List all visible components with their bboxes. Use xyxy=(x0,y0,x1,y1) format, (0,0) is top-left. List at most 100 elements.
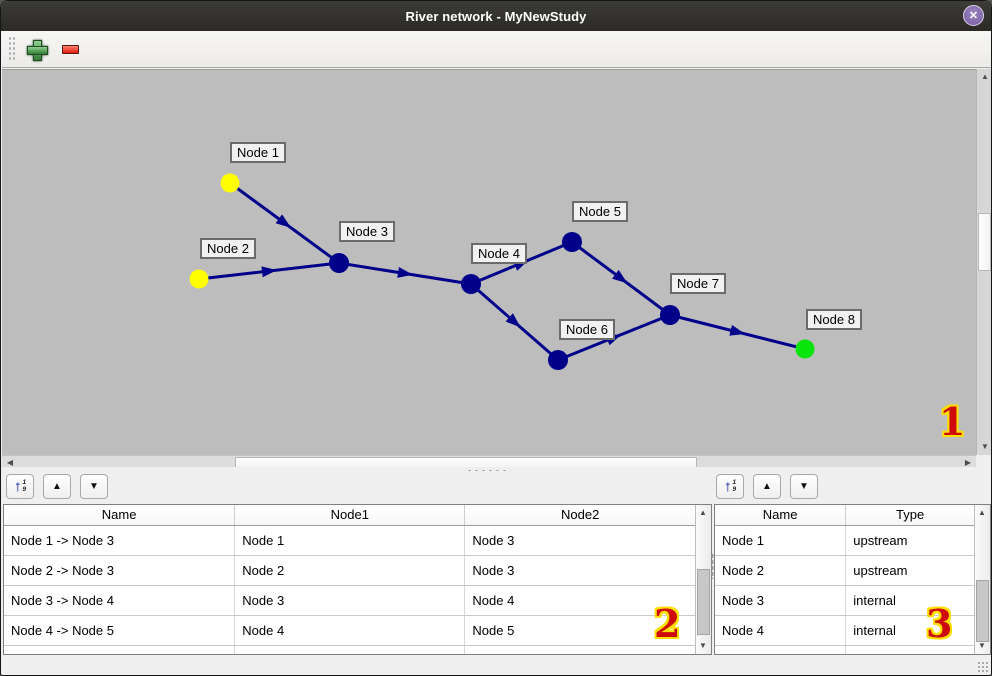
nodes-move-up-button[interactable]: ▲ xyxy=(753,474,781,499)
minus-icon xyxy=(61,44,79,54)
status-bar xyxy=(2,656,991,675)
up-triangle-icon: ▲ xyxy=(762,481,772,492)
link-arrowhead-icon xyxy=(729,324,746,336)
table-cell[interactable]: internal xyxy=(845,615,974,646)
links-move-down-button[interactable]: ▼ xyxy=(80,474,108,499)
link-arrowhead-icon xyxy=(397,266,413,278)
table-row-partial xyxy=(4,645,695,654)
close-icon: ✕ xyxy=(968,10,979,22)
river-node[interactable] xyxy=(548,350,568,370)
horizontal-splitter[interactable] xyxy=(2,467,991,473)
up-triangle-icon: ▲ xyxy=(52,481,62,492)
som-mark-2: 2 xyxy=(654,601,681,646)
scroll-up-icon[interactable]: ▲ xyxy=(699,508,707,517)
canvas-horizontal-scrollbar[interactable]: ◀ ▶ xyxy=(2,455,976,470)
links-table-scrollbar[interactable]: ▲ ▼ xyxy=(695,505,711,654)
column-header[interactable]: Type xyxy=(845,505,974,526)
table-cell xyxy=(234,645,466,654)
table-cell[interactable]: upstream xyxy=(845,525,974,556)
table-cell[interactable]: Node 5 xyxy=(464,615,695,646)
river-node[interactable] xyxy=(220,173,240,193)
table-cell[interactable]: Node 3 xyxy=(234,585,466,616)
river-node[interactable] xyxy=(329,253,349,273)
node-label[interactable]: Node 2 xyxy=(200,238,256,259)
table-cell[interactable]: internal xyxy=(845,585,974,616)
river-node[interactable] xyxy=(795,339,815,359)
vertical-scrollbar-thumb[interactable] xyxy=(978,213,991,271)
table-cell[interactable]: upstream xyxy=(845,555,974,586)
table-cell[interactable]: Node 2 -> Node 3 xyxy=(4,555,236,586)
table-cell[interactable]: Node 1 -> Node 3 xyxy=(4,525,236,556)
table-cell[interactable]: Node 1 xyxy=(234,525,466,556)
titlebar[interactable]: River network - MyNewStudy ✕ xyxy=(1,1,991,31)
close-button[interactable]: ✕ xyxy=(963,5,984,26)
scrollbar-thumb[interactable] xyxy=(697,569,710,635)
node-label[interactable]: Node 1 xyxy=(230,142,286,163)
river-node[interactable] xyxy=(562,232,582,252)
table-cell[interactable]: Node 4 xyxy=(715,615,847,646)
down-triangle-icon: ▼ xyxy=(89,481,99,492)
table-cell xyxy=(845,645,974,654)
nodes-move-down-button[interactable]: ▼ xyxy=(790,474,818,499)
links-move-up-button[interactable]: ▲ xyxy=(43,474,71,499)
nodes-table-scrollbar[interactable]: ▲ ▼ xyxy=(974,505,990,654)
tables-splitter-handle[interactable] xyxy=(711,553,714,579)
table-cell[interactable]: Node 3 xyxy=(715,585,847,616)
add-button[interactable] xyxy=(23,36,49,62)
node-label[interactable]: Node 7 xyxy=(670,273,726,294)
scroll-down-icon[interactable]: ▼ xyxy=(699,641,707,650)
column-header[interactable]: Name xyxy=(4,505,236,526)
river-node[interactable] xyxy=(461,274,481,294)
toolbar-drag-handle[interactable] xyxy=(8,36,15,62)
remove-button[interactable] xyxy=(57,36,83,62)
node-label[interactable]: Node 5 xyxy=(572,201,628,222)
column-header[interactable]: Name xyxy=(715,505,847,526)
table-cell[interactable]: Node 1 xyxy=(715,525,847,556)
table-cell[interactable]: Node 3 -> Node 4 xyxy=(4,585,236,616)
canvas-vertical-scrollbar[interactable]: ▲ ▼ xyxy=(976,69,991,455)
table-cell[interactable]: Node 2 xyxy=(715,555,847,586)
table-cell[interactable]: Node 4 -> Node 5 xyxy=(4,615,236,646)
node-label[interactable]: Node 8 xyxy=(806,309,862,330)
scroll-down-icon[interactable]: ▼ xyxy=(978,641,986,650)
scroll-up-icon[interactable]: ▲ xyxy=(978,508,986,517)
scroll-right-icon[interactable]: ▶ xyxy=(964,458,972,467)
river-node[interactable] xyxy=(660,305,680,325)
column-header[interactable]: Node2 xyxy=(464,505,695,526)
table-cell xyxy=(464,645,695,654)
table-cell[interactable]: Node 4 xyxy=(234,615,466,646)
table-cell[interactable]: Node 4 xyxy=(464,585,695,616)
window-resize-grip[interactable] xyxy=(977,661,989,673)
table-cell[interactable]: Node 3 xyxy=(464,525,695,556)
scroll-down-icon[interactable]: ▼ xyxy=(981,442,989,451)
scroll-left-icon[interactable]: ◀ xyxy=(6,458,14,467)
node-label[interactable]: Node 6 xyxy=(559,319,615,340)
scroll-up-icon[interactable]: ▲ xyxy=(981,72,989,81)
table-cell[interactable]: Node 3 xyxy=(464,555,695,586)
river-node[interactable] xyxy=(189,269,209,289)
scrollbar-thumb[interactable] xyxy=(976,580,989,642)
table-cell[interactable]: Node 2 xyxy=(234,555,466,586)
network-canvas[interactable]: Node 1 Node 2 Node 3 Node 4 Node 5 Node 6 Node… xyxy=(2,69,976,455)
node-label[interactable]: Node 3 xyxy=(339,221,395,242)
node-label[interactable]: Node 4 xyxy=(471,243,527,264)
column-header[interactable]: Node1 xyxy=(234,505,466,526)
